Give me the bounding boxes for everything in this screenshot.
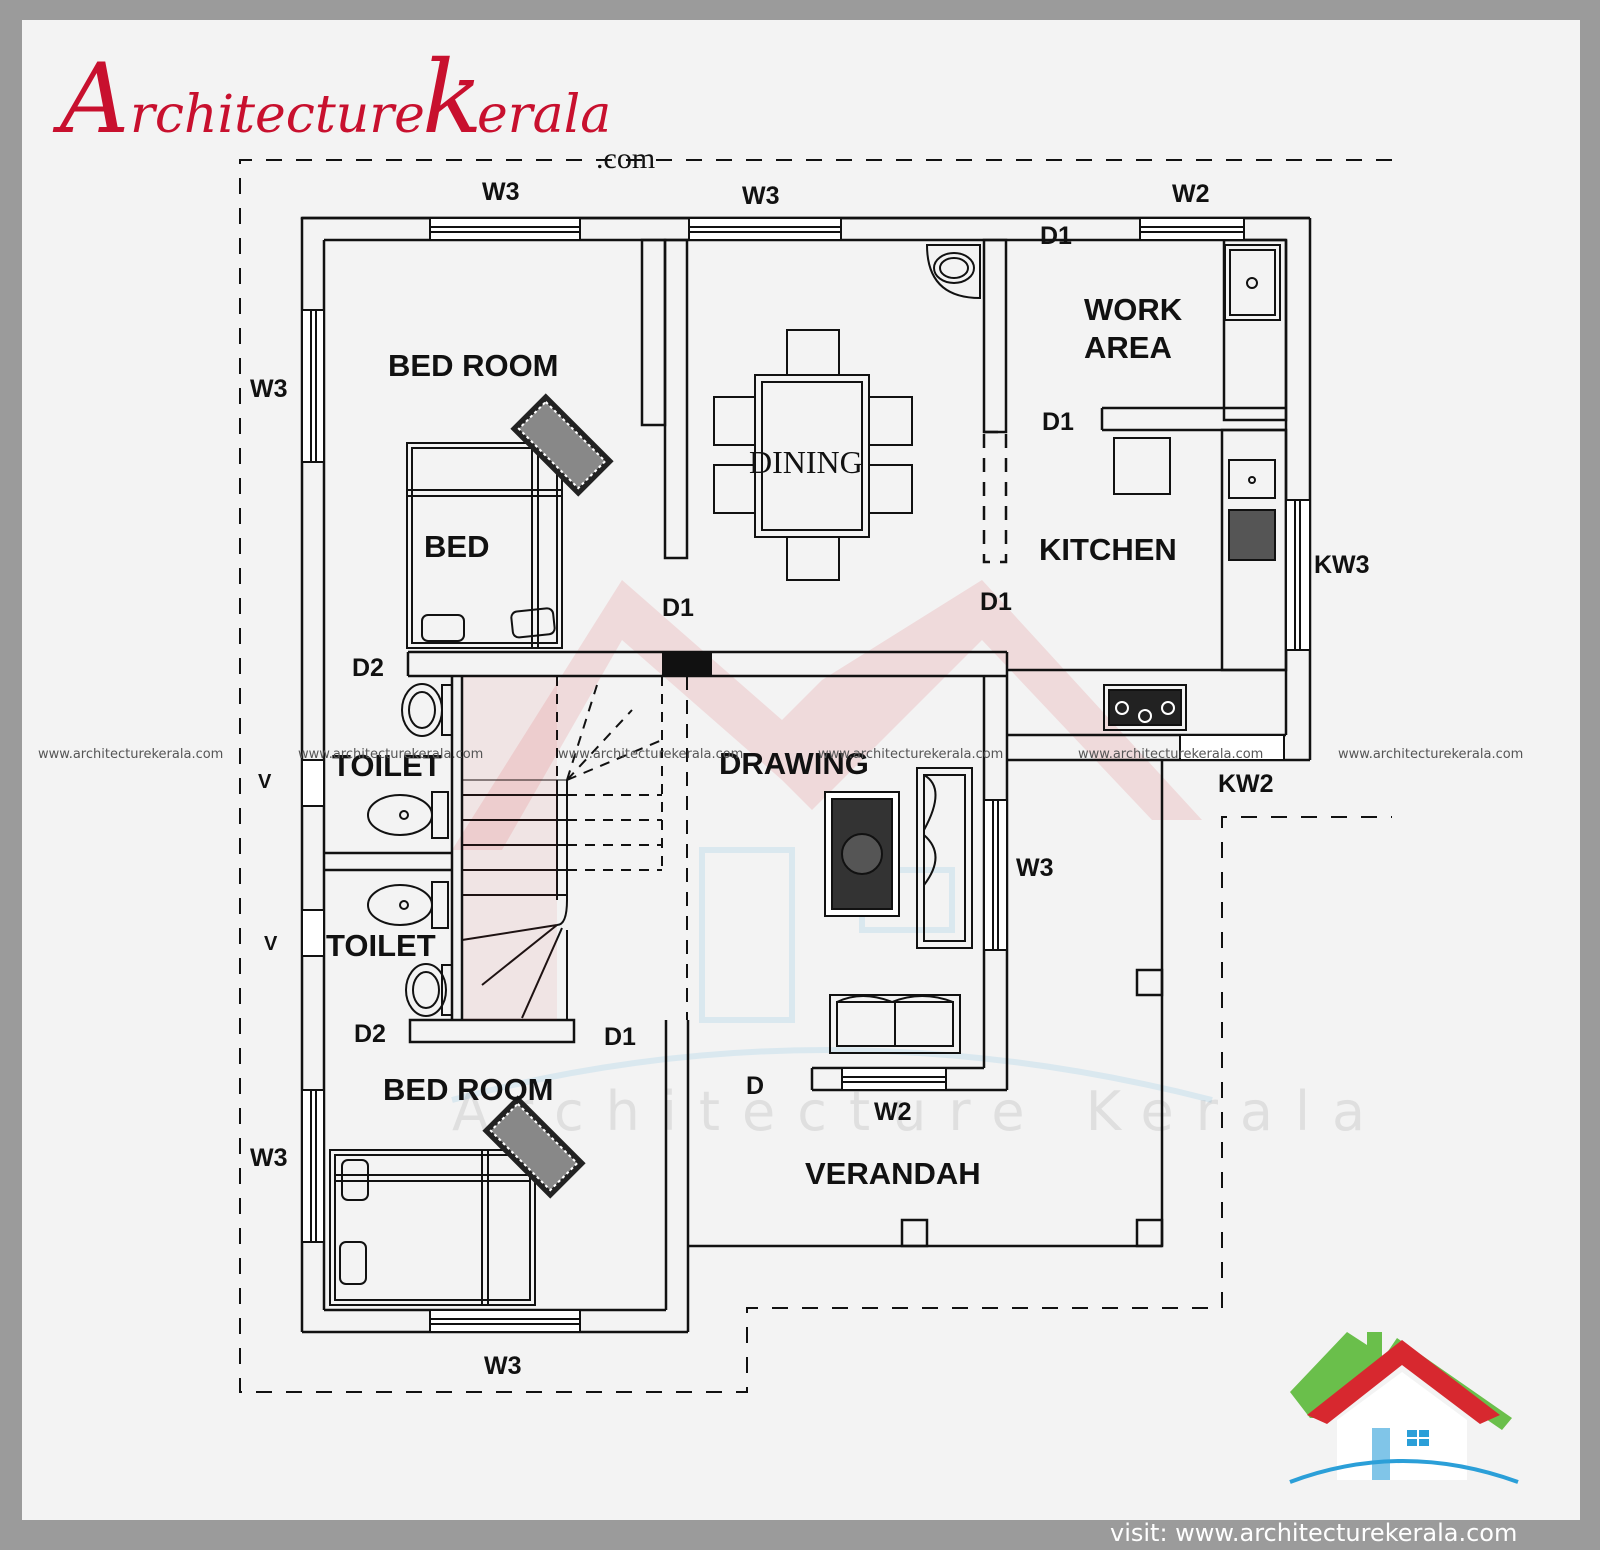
drawing-label: DRAWING	[719, 746, 869, 781]
stair-tint	[463, 677, 557, 1020]
kw2-tag: KW2	[1218, 770, 1274, 798]
svg-text:www.architecturekerala.com: www.architecturekerala.com	[298, 747, 483, 762]
plot-boundary	[239, 159, 1392, 1393]
house-logo-icon	[1289, 1332, 1519, 1484]
kitchen-label: KITCHEN	[1039, 532, 1177, 567]
w2-verandah-tag: W2	[874, 1098, 912, 1126]
d1-bed-bottom-tag: D1	[604, 1023, 636, 1051]
svg-text:www.architecturekerala.com: www.architecturekerala.com	[1338, 747, 1523, 762]
rug-icon-bottom	[482, 1095, 586, 1199]
windows	[301, 217, 1311, 1333]
svg-text:A: A	[52, 43, 129, 155]
svg-text:erala: erala	[477, 85, 611, 145]
svg-text:www.architecturekerala.com: www.architecturekerala.com	[1078, 747, 1263, 762]
v-lower-tag: V	[264, 933, 278, 955]
verandah-label: VERANDAH	[805, 1156, 981, 1191]
bed-label: BED	[424, 529, 489, 564]
w3-left-upper-tag: W3	[250, 375, 288, 403]
dining-table	[713, 329, 913, 581]
floor-plan-svg: Architecture Kerala	[38, 39, 1523, 1484]
kitchen-fixtures	[1103, 244, 1281, 731]
w3-top-left-tag: W3	[482, 178, 520, 206]
watermark-house-icon	[451, 580, 1213, 1103]
v-upper-tag: V	[258, 771, 272, 793]
wash-basin-icon	[925, 244, 981, 300]
svg-text:.com: .com	[596, 142, 655, 175]
architecture-kerala-logo: A rchitecture k erala .com	[52, 39, 655, 175]
toilet-label-2: TOILET	[326, 928, 436, 963]
w3-top-mid-tag: W3	[742, 182, 780, 210]
d1-kitchen-tag: D1	[980, 588, 1012, 616]
door-openings	[686, 651, 984, 1020]
d2-bottom-tag: D2	[354, 1020, 386, 1048]
svg-text:www.architecturekerala.com: www.architecturekerala.com	[558, 747, 743, 762]
svg-text:www.architecturekerala.com: www.architecturekerala.com	[818, 747, 1003, 762]
watermark-url-strip: www.architecturekerala.com www.architect…	[38, 747, 1523, 762]
d-main-tag: D	[746, 1072, 764, 1100]
svg-text:rchitecture: rchitecture	[130, 85, 425, 145]
column-block	[662, 652, 712, 676]
sofa-set	[824, 767, 973, 1054]
w2-top-right-tag: W2	[1172, 180, 1210, 208]
bed-icon-bottom	[329, 1149, 536, 1306]
w3-drawing-tag: W3	[1016, 854, 1054, 882]
toilet-label-1: TOILET	[332, 748, 442, 783]
drawing-sheet: Architecture Kerala	[22, 20, 1580, 1520]
d1-bed-tag: D1	[662, 594, 694, 622]
svg-text:k: k	[422, 39, 483, 156]
work-area-label-2: AREA	[1084, 330, 1172, 365]
d2-top-tag: D2	[352, 654, 384, 682]
w3-bottom-tag: W3	[484, 1352, 522, 1380]
bed-room-bottom-label: BED ROOM	[383, 1072, 554, 1107]
bed-icon	[406, 442, 563, 649]
rug-icon	[510, 393, 614, 497]
toilet-fixtures	[367, 683, 453, 1017]
dining-label: DINING	[749, 444, 863, 480]
work-area-label-1: WORK	[1084, 292, 1183, 327]
w3-left-lower-tag: W3	[250, 1144, 288, 1172]
svg-text:www.architecturekerala.com: www.architecturekerala.com	[38, 747, 223, 762]
footer-visit-link: visit: www.architecturekerala.com	[1110, 1519, 1517, 1547]
kw3-tag: KW3	[1314, 551, 1370, 579]
staircase	[461, 676, 663, 1020]
bed-room-label: BED ROOM	[388, 348, 559, 383]
d1-work-mid-tag: D1	[1042, 408, 1074, 436]
d1-work-top-tag: D1	[1040, 222, 1072, 250]
